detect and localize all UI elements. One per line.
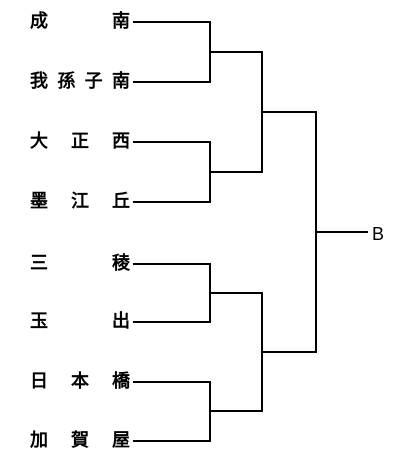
line-team-5 [133, 263, 211, 293]
line-team-3 [133, 141, 211, 172]
line-team-8 [133, 411, 211, 442]
line-r2-3 [210, 292, 263, 352]
team-4-char-2: 江 [71, 191, 89, 212]
team-6-char-1: 玉 [30, 311, 48, 332]
team-3-char-3: 西 [112, 131, 130, 152]
team-8-char-1: 加 [30, 430, 48, 451]
team-3: 大 正 西 [30, 130, 130, 154]
team-2-char-4: 南 [111, 71, 130, 92]
team-5-char-1: 三 [30, 253, 48, 274]
bracket-result-label: B [372, 224, 385, 244]
line-team-2 [133, 52, 211, 83]
team-7-char-3: 橋 [112, 371, 130, 392]
team-7-char-2: 本 [71, 371, 89, 392]
team-1: 成 南 [30, 10, 130, 34]
team-3-char-2: 正 [71, 131, 89, 152]
team-6: 玉 出 [30, 310, 130, 334]
team-8-char-2: 賀 [71, 430, 89, 451]
team-5: 三 稜 [30, 252, 130, 276]
line-team-4 [133, 172, 211, 203]
line-semi-2 [262, 232, 317, 353]
line-r2-1 [210, 51, 263, 112]
line-r2-4 [210, 352, 263, 412]
team-7-char-1: 日 [30, 371, 48, 392]
team-5-char-2: 稜 [112, 253, 130, 274]
team-4-char-3: 丘 [112, 191, 130, 212]
team-3-char-1: 大 [30, 131, 48, 152]
team-6-char-2: 出 [112, 311, 130, 332]
team-1-char-1: 成 [30, 11, 48, 32]
team-1-char-2: 南 [112, 11, 130, 32]
team-2-char-2: 孫 [57, 71, 76, 92]
line-semi-1 [262, 111, 317, 232]
team-4-char-1: 墨 [30, 191, 48, 212]
team-8-char-3: 屋 [112, 430, 130, 451]
line-team-1 [133, 21, 211, 52]
line-team-6 [133, 293, 211, 323]
team-8: 加 賀 屋 [30, 429, 130, 453]
team-2-char-1: 我 [30, 71, 48, 92]
team-7: 日 本 橋 [30, 370, 130, 394]
team-2-char-3: 子 [84, 71, 103, 92]
line-team-7 [133, 381, 211, 411]
line-r2-2 [210, 112, 263, 173]
team-4: 墨 江 丘 [30, 190, 130, 214]
team-2: 我 孫 子 南 [30, 70, 130, 94]
